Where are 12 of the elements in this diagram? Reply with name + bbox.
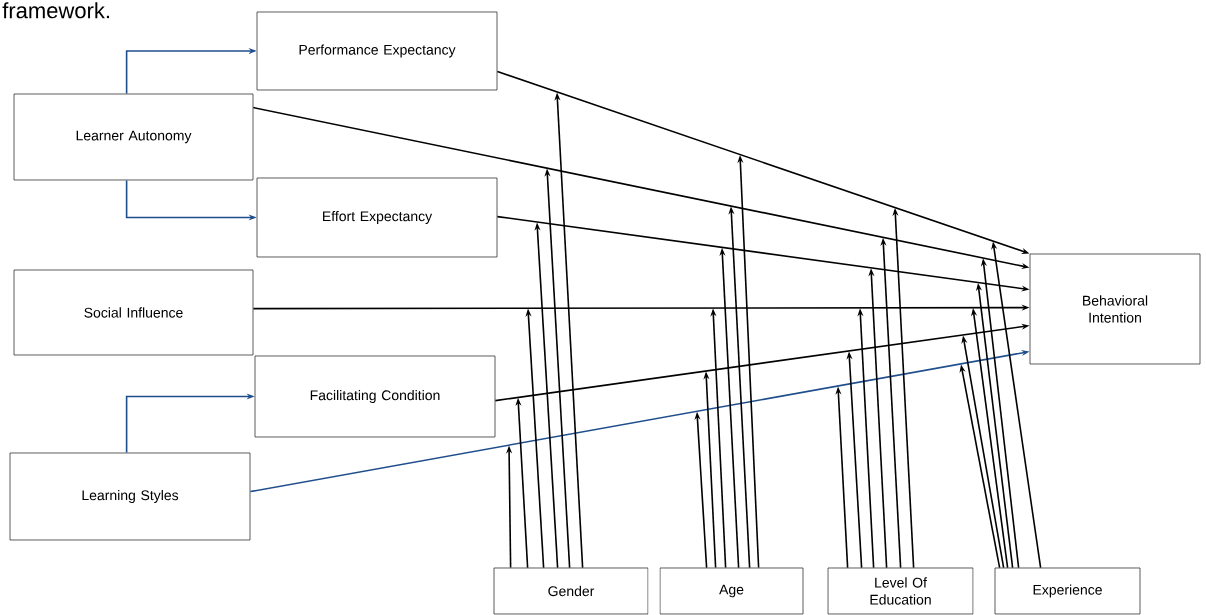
concept-box: Learning Styles [9, 452, 251, 541]
concept-box: Gender [493, 567, 649, 615]
concept-box: Behavioral Intention [1029, 253, 1201, 365]
concept-box: Learner Autonomy [13, 93, 254, 181]
concept-box: Performance Expectancy [256, 11, 498, 91]
concept-box: Facilitating Condition [254, 355, 496, 438]
concept-box: Effort Expectancy [256, 177, 498, 258]
caption-text: framework. [2, 2, 109, 19]
concept-box: Social Influence [13, 269, 254, 356]
concept-box: Level Of Education [827, 567, 974, 615]
concept-box: Age [659, 567, 804, 615]
concept-box: Experience [994, 567, 1141, 615]
